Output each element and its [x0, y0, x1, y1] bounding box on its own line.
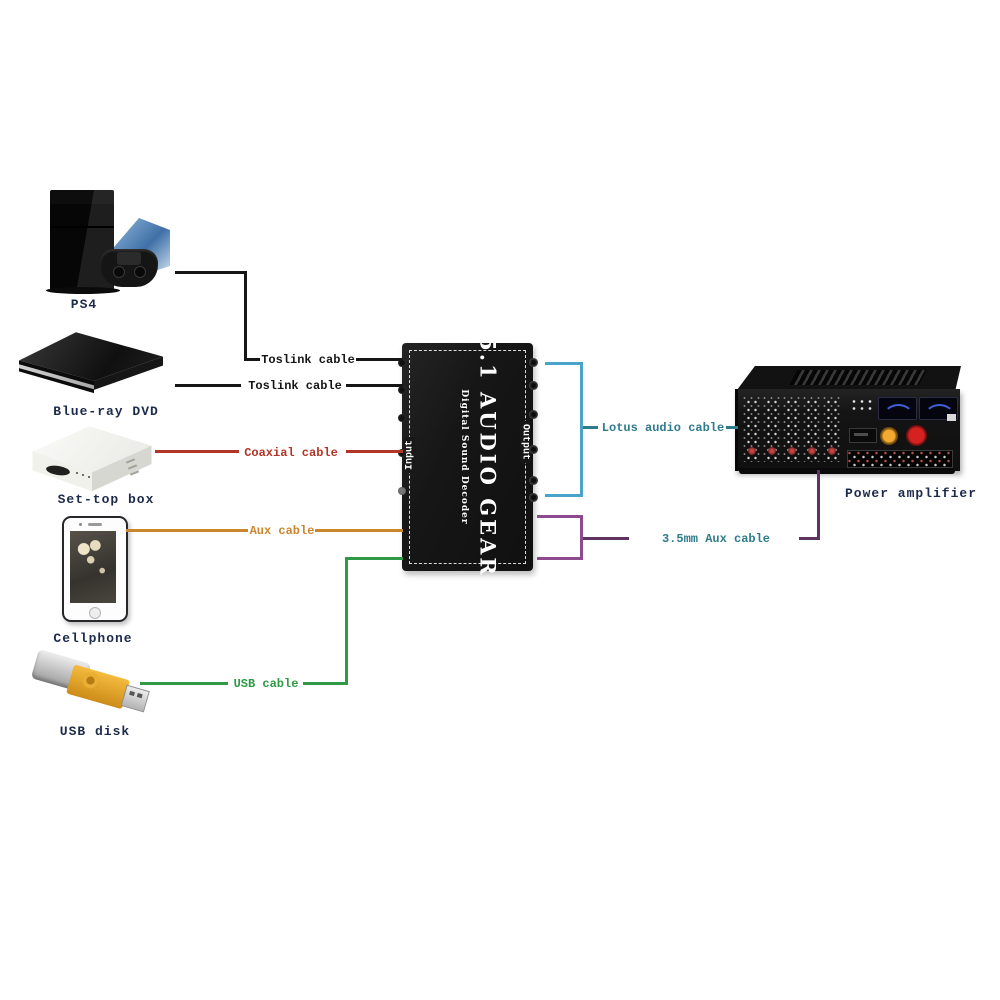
- ps4-stand: [46, 287, 120, 294]
- amplifier-top-face: [737, 366, 961, 390]
- power-amplifier-image: [735, 389, 960, 471]
- aux-line-l: [126, 529, 248, 532]
- aux35-arm-l: [583, 537, 629, 540]
- controller-touchpad: [117, 252, 141, 265]
- toslink-ps4-line-v: [244, 271, 247, 361]
- decoder-box: 5.1 AUDIO GEAR Digital Sound Decoder Inp…: [398, 336, 538, 578]
- cellphone-label: Cellphone: [53, 631, 133, 646]
- toslink-dvd-line-r: [346, 384, 403, 387]
- input-jack: [398, 414, 406, 422]
- lotus-arm-l: [583, 426, 598, 429]
- output-jack: [529, 445, 538, 454]
- usb-line-l: [140, 682, 228, 685]
- amplifier-badge: [947, 414, 956, 421]
- usb-connector-hole: [129, 690, 135, 697]
- decoder-input-label: Input: [404, 436, 416, 474]
- phone-screen: [70, 531, 116, 603]
- phone-home-button: [89, 607, 101, 619]
- mixer-channel-strip: [743, 396, 761, 462]
- output-jack: [529, 358, 538, 367]
- aux-line-r: [315, 529, 403, 532]
- toslink-dvd-line-l: [175, 384, 241, 387]
- stb-dot: [82, 474, 84, 476]
- controller-stick-right: [134, 266, 146, 278]
- toslink-dvd-cable-label: Toslink cable: [248, 379, 342, 393]
- mixer-channel-strip: [803, 396, 821, 462]
- output-jack: [529, 410, 538, 419]
- controller-stick-left: [113, 266, 125, 278]
- amplifier-knob-red: [906, 425, 927, 446]
- usb-disk-image: [30, 648, 150, 718]
- vu-meter-left: [878, 397, 917, 420]
- stb-dot: [88, 476, 90, 478]
- ps4-label: PS4: [70, 297, 98, 312]
- usb-input-port: [398, 487, 406, 495]
- toslink-ps4-line-h2: [244, 358, 260, 361]
- lotus-audio-cable-label: Lotus audio cable: [601, 421, 725, 435]
- usb-connector: [120, 684, 150, 713]
- amplifier-knob-orange: [880, 427, 898, 445]
- bluray-dvd-image: [16, 331, 166, 395]
- cellphone-image: [62, 516, 128, 622]
- input-jack: [398, 449, 406, 457]
- usb-cable-label: USB cable: [233, 677, 299, 691]
- phone-earpiece: [88, 523, 102, 526]
- phone-camera: [79, 523, 82, 526]
- output-jack: [529, 493, 538, 502]
- mixer-channel-strip: [763, 396, 781, 462]
- input-jack: [398, 359, 406, 367]
- amplifier-vents: [789, 370, 927, 385]
- bluray-dvd-label: Blue-ray DVD: [53, 404, 159, 419]
- usb-line-v: [345, 557, 348, 685]
- coaxial-line-r: [346, 450, 403, 453]
- ps4-controller-image: [100, 249, 158, 287]
- lotus-bracket-top: [545, 362, 583, 365]
- output-jack: [529, 476, 538, 485]
- aux35-bracket-top: [537, 515, 583, 518]
- toslink-ps4-line-h3: [356, 358, 403, 361]
- amplifier-mixer-section: [743, 396, 843, 462]
- coaxial-line-l: [155, 450, 239, 453]
- aux-cable-label: Aux cable: [249, 524, 315, 538]
- toslink-ps4-cable-label: Toslink cable: [261, 353, 355, 367]
- mixer-channel-strip: [823, 396, 841, 462]
- amplifier-terminal-strip: [847, 450, 953, 468]
- usb-disk-label: USB disk: [59, 724, 131, 739]
- coaxial-cable-label: Coaxial cable: [244, 446, 338, 460]
- set-top-box-image: [30, 422, 154, 492]
- mixer-channel-strip: [783, 396, 801, 462]
- aux35-bracket-v: [580, 515, 583, 560]
- decoder-output-label: Output: [519, 420, 531, 464]
- amplifier-buttons: [850, 398, 874, 411]
- output-jack: [529, 381, 538, 390]
- amplifier-base: [739, 468, 955, 474]
- toslink-ps4-line-h1: [175, 271, 247, 274]
- decoder-subtitle: Digital Sound Decoder: [459, 389, 469, 525]
- usb-line-top: [345, 557, 403, 560]
- amplifier-usb-slot: [849, 428, 877, 443]
- power-amplifier-label: Power amplifier: [844, 486, 978, 501]
- lotus-arm-r: [726, 426, 738, 429]
- stb-dot: [76, 472, 78, 474]
- lotus-bracket-bottom: [545, 494, 583, 497]
- usb-line-mid: [303, 682, 348, 685]
- aux35-cable-label: 3.5mm Aux cable: [661, 532, 771, 546]
- set-top-box-label: Set-top box: [57, 492, 155, 507]
- lotus-bracket-v: [580, 362, 583, 497]
- aux35-arm-r: [799, 537, 820, 540]
- decoder-title: 5.1 AUDIO GEAR: [475, 336, 501, 578]
- aux35-bracket-bottom: [537, 557, 583, 560]
- input-jack: [398, 386, 406, 394]
- usb-connector-hole: [136, 693, 143, 699]
- aux35-line-to-amp: [817, 470, 820, 540]
